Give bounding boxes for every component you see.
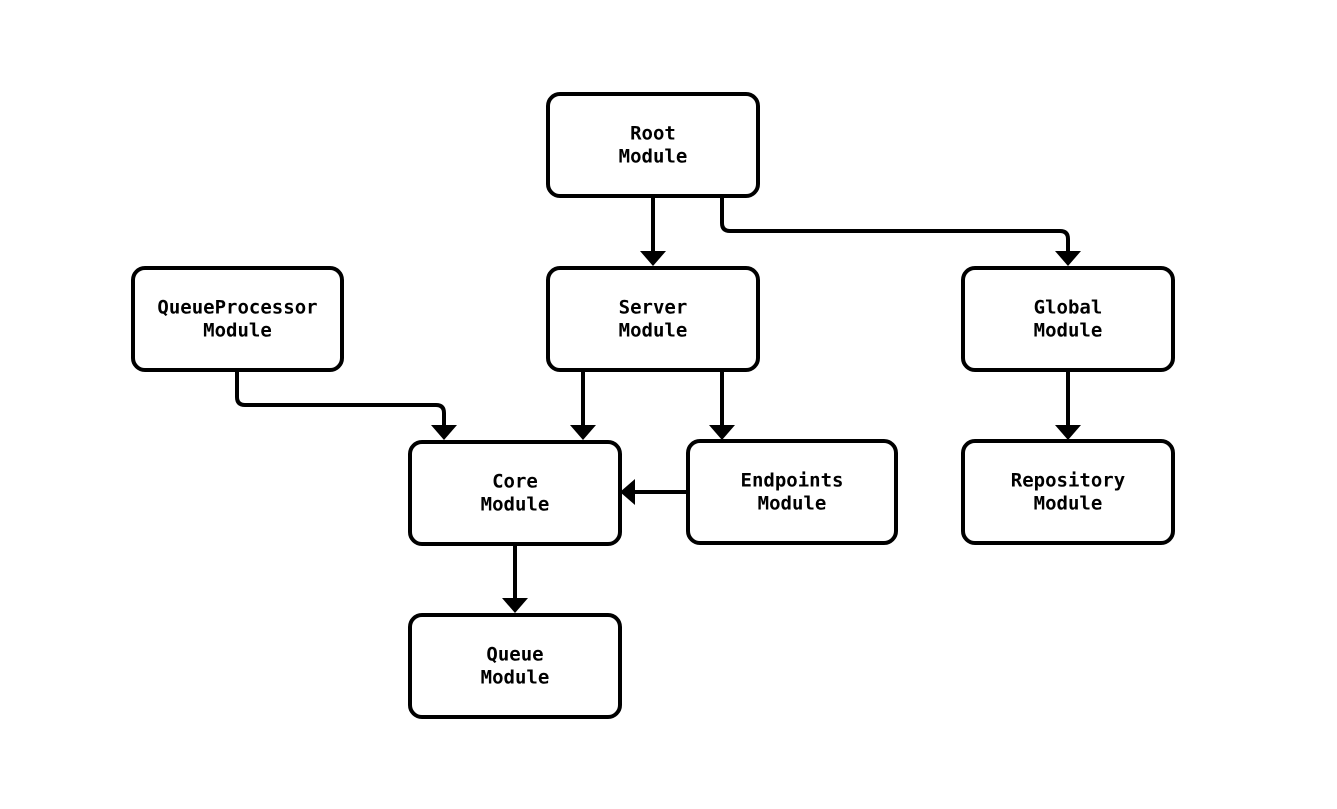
node-label-line1-core: Core [492, 471, 538, 493]
node-label-line1-queue: Queue [486, 644, 543, 666]
nodes-layer: RootModuleQueueProcessorModuleServerModu… [131, 92, 1175, 719]
node-label-line1-queueprocessor: QueueProcessor [157, 297, 317, 319]
node-box-server[interactable] [546, 266, 760, 372]
node-box-root[interactable] [546, 92, 760, 198]
node-label-line2-server: Module [619, 320, 688, 342]
node-label-line2-queueprocessor: Module [203, 320, 272, 342]
arrowhead-icon-queueprocessor-to-core [431, 425, 457, 440]
edge-endpoints-to-core [620, 479, 688, 505]
node-label-line2-queue: Module [481, 667, 550, 689]
node-label-line1-repository: Repository [1011, 470, 1125, 492]
edge-core-to-queue [502, 543, 528, 613]
arrowhead-icon-root-to-global [1055, 251, 1081, 266]
node-box-queue[interactable] [408, 613, 622, 719]
edge-root-to-server [640, 196, 666, 266]
node-label-line1-server: Server [619, 297, 688, 319]
edge-queueprocessor-to-core [235, 370, 457, 440]
arrowhead-icon-endpoints-to-core [620, 479, 635, 505]
node-box-repository[interactable] [961, 439, 1175, 545]
edges-layer [235, 196, 1081, 613]
arrowhead-icon-root-to-server [640, 251, 666, 266]
arrowhead-icon-server-to-endpoints [709, 425, 735, 440]
arrowhead-icon-server-to-core [570, 425, 596, 440]
node-label-line2-repository: Module [1034, 493, 1103, 515]
edge-line-queueprocessor-to-core [235, 370, 446, 426]
node-label-line2-core: Module [481, 494, 550, 516]
node-box-global[interactable] [961, 266, 1175, 372]
node-box-core[interactable] [408, 440, 622, 546]
node-label-line1-endpoints: Endpoints [741, 470, 844, 492]
node-box-queueprocessor[interactable] [131, 266, 344, 372]
node-label-line2-root: Module [619, 146, 688, 168]
node-label-line2-global: Module [1034, 320, 1103, 342]
edge-server-to-core [570, 370, 596, 440]
edge-global-to-repository [1055, 370, 1081, 440]
node-label-line1-global: Global [1034, 297, 1103, 319]
edge-line-root-to-global [720, 196, 1070, 252]
node-box-endpoints[interactable] [686, 439, 898, 545]
node-label-line1-root: Root [630, 123, 676, 145]
edge-root-to-global [720, 196, 1081, 266]
edge-server-to-endpoints [709, 370, 735, 440]
node-label-line2-endpoints: Module [758, 493, 827, 515]
arrowhead-icon-global-to-repository [1055, 425, 1081, 440]
arrowhead-icon-core-to-queue [502, 598, 528, 613]
